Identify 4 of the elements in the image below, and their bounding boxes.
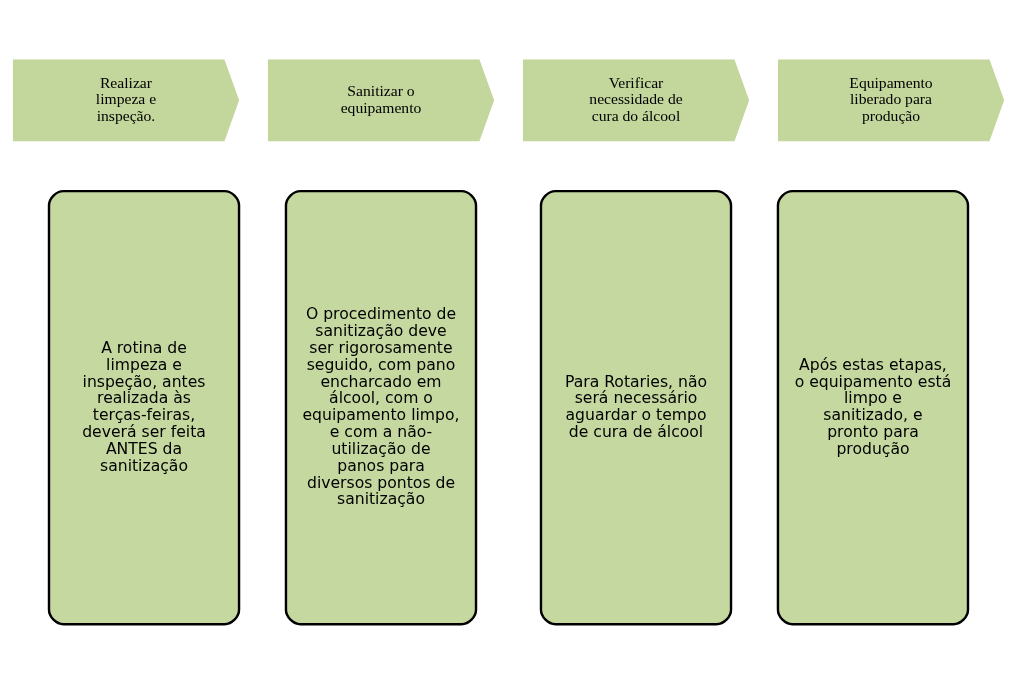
node-box: O procedimento de sanitização deve ser rigorosamente seguido, com pano encharcado em álcool, com o equipamento limpo, e com a não-utilização de panos para diversos pontos de sanitização bbox=[284, 189, 478, 626]
node-box: Para Rotaries, não será necessário aguardar o tempo de cura de álcool bbox=[539, 189, 733, 626]
node-box: Após estas etapas, o equipamento está limpo e sanitizado, e pronto para produção bbox=[776, 189, 970, 626]
node-box: A rotina de limpeza e inspeção, antes realizada às terças-feiras, deverá ser feita ANTES da sanitização bbox=[47, 189, 241, 626]
